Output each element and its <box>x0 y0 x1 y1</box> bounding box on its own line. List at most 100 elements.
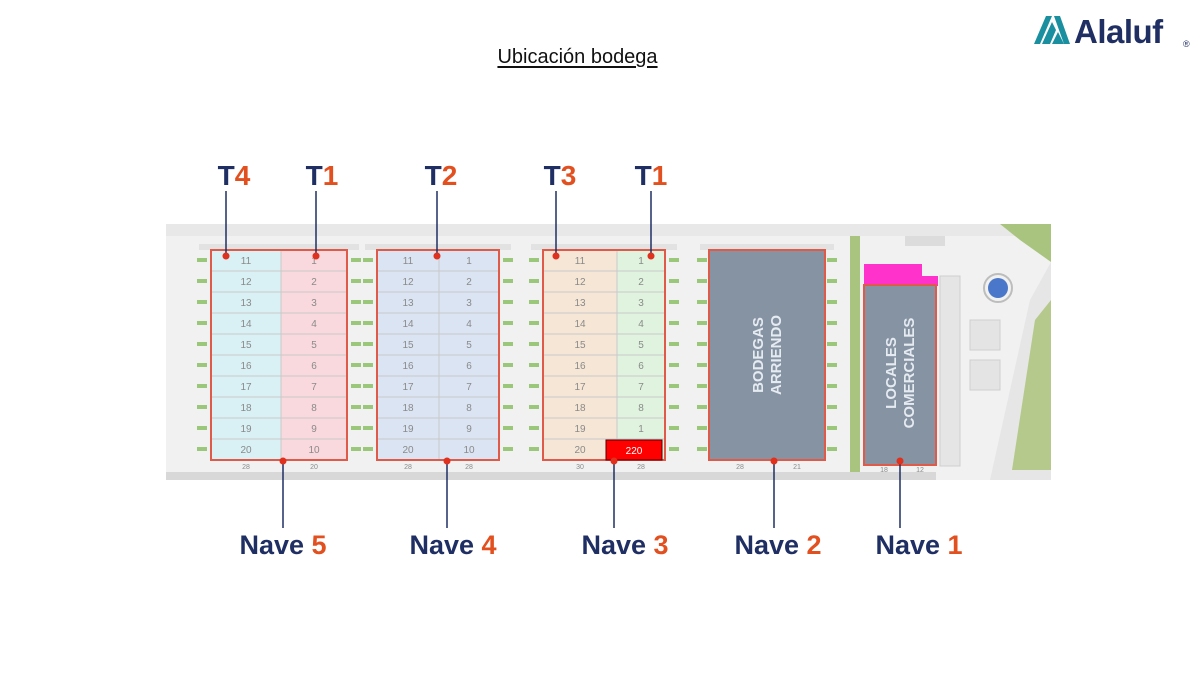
dock-mark <box>197 300 207 304</box>
dock-mark <box>363 342 373 346</box>
unit-number: 4 <box>466 319 472 330</box>
dock-mark <box>529 300 539 304</box>
nave-number: 5 <box>312 530 327 560</box>
dock-mark <box>697 321 707 325</box>
unit-number: 20 <box>240 445 252 456</box>
unit-number: 14 <box>574 319 586 330</box>
building-label-line: LOCALES <box>883 337 900 409</box>
dock-mark <box>529 384 539 388</box>
unit-number: 4 <box>311 319 317 330</box>
nave-word: Nave <box>875 530 947 560</box>
dock-mark <box>503 426 513 430</box>
unit-number: 10 <box>463 445 475 456</box>
nave-label: Nave 3 <box>581 530 668 560</box>
dock-mark <box>697 426 707 430</box>
leader-dot <box>312 252 320 260</box>
dock-mark <box>351 300 361 304</box>
nave-roof <box>199 244 359 250</box>
leader-dot <box>770 457 778 465</box>
dock-mark <box>197 447 207 451</box>
dock-mark <box>669 405 679 409</box>
unit-number: 18 <box>240 403 252 414</box>
dock-mark <box>503 447 513 451</box>
dock-mark <box>529 426 539 430</box>
unit-number: 19 <box>574 424 586 435</box>
unit-number: 16 <box>240 361 252 372</box>
highlight-box <box>605 439 663 461</box>
unit-number: 5 <box>311 340 317 351</box>
dimension-label: 28 <box>637 464 645 471</box>
dock-mark <box>363 405 373 409</box>
highlight-unit: 220 <box>605 439 663 461</box>
dock-mark <box>503 384 513 388</box>
dimension-label: 28 <box>242 464 250 471</box>
dock-mark <box>669 342 679 346</box>
dimension-label: 28 <box>736 464 744 471</box>
dock-mark <box>363 258 373 262</box>
unit-number: 19 <box>240 424 252 435</box>
highlight-unit-number: 220 <box>626 446 643 457</box>
dock-mark <box>197 363 207 367</box>
unit-number: 17 <box>574 382 586 393</box>
leader-dot <box>552 252 560 260</box>
unit-number: 13 <box>574 298 586 309</box>
unit-number: 12 <box>240 277 252 288</box>
unit-number: 16 <box>402 361 414 372</box>
dock-mark <box>363 426 373 430</box>
nave-roof <box>700 244 834 250</box>
dock-mark <box>697 363 707 367</box>
unit-number: 6 <box>466 361 472 372</box>
logo-registered-mark: ® <box>1183 39 1190 49</box>
leader-dot <box>279 457 287 465</box>
dock-mark <box>697 384 707 388</box>
dock-mark <box>197 426 207 430</box>
dimension-label: 18 <box>880 467 888 474</box>
unit-number: 2 <box>638 277 644 288</box>
nave-roof <box>531 244 677 250</box>
dock-mark <box>351 279 361 283</box>
dimension-label: 30 <box>576 464 584 471</box>
unit-number: 8 <box>466 403 472 414</box>
tower-label: T4 <box>218 160 251 191</box>
unit-number: 5 <box>466 340 472 351</box>
unit-number: 17 <box>402 382 414 393</box>
dock-mark <box>351 405 361 409</box>
dock-mark <box>669 363 679 367</box>
dock-mark <box>529 405 539 409</box>
dock-mark <box>351 363 361 367</box>
nave-word: Nave <box>581 530 653 560</box>
unit-number: 20 <box>574 445 586 456</box>
unit-number: 3 <box>466 298 472 309</box>
nave-label: Nave 2 <box>734 530 821 560</box>
unit-number: 10 <box>308 445 320 456</box>
dock-mark <box>669 300 679 304</box>
dimension-label: 28 <box>465 464 473 471</box>
nave-number: 3 <box>654 530 669 560</box>
dock-mark <box>827 447 837 451</box>
unit-number: 15 <box>402 340 414 351</box>
unit-number: 1 <box>466 256 472 267</box>
dock-mark <box>827 258 837 262</box>
unit-number: 18 <box>574 403 586 414</box>
building-label: LOCALESCOMERCIALES <box>883 318 918 429</box>
dock-mark <box>363 384 373 388</box>
dock-mark <box>351 342 361 346</box>
dock-mark <box>827 363 837 367</box>
tower-letter: T <box>425 160 442 191</box>
dock-mark <box>351 426 361 430</box>
unit-number: 5 <box>638 340 644 351</box>
unit-number: 8 <box>311 403 317 414</box>
unit-number: 11 <box>241 256 252 267</box>
unit-number: 4 <box>638 319 644 330</box>
building-label: BODEGASARRIENDO <box>750 315 785 395</box>
dock-mark <box>697 300 707 304</box>
unit-number: 11 <box>403 256 414 267</box>
dock-mark <box>363 447 373 451</box>
dock-mark <box>669 258 679 262</box>
building-label-line: COMERCIALES <box>901 318 918 429</box>
tower-number: 4 <box>235 160 251 191</box>
dock-mark <box>503 342 513 346</box>
dock-mark <box>827 426 837 430</box>
unit-number: 17 <box>240 382 252 393</box>
